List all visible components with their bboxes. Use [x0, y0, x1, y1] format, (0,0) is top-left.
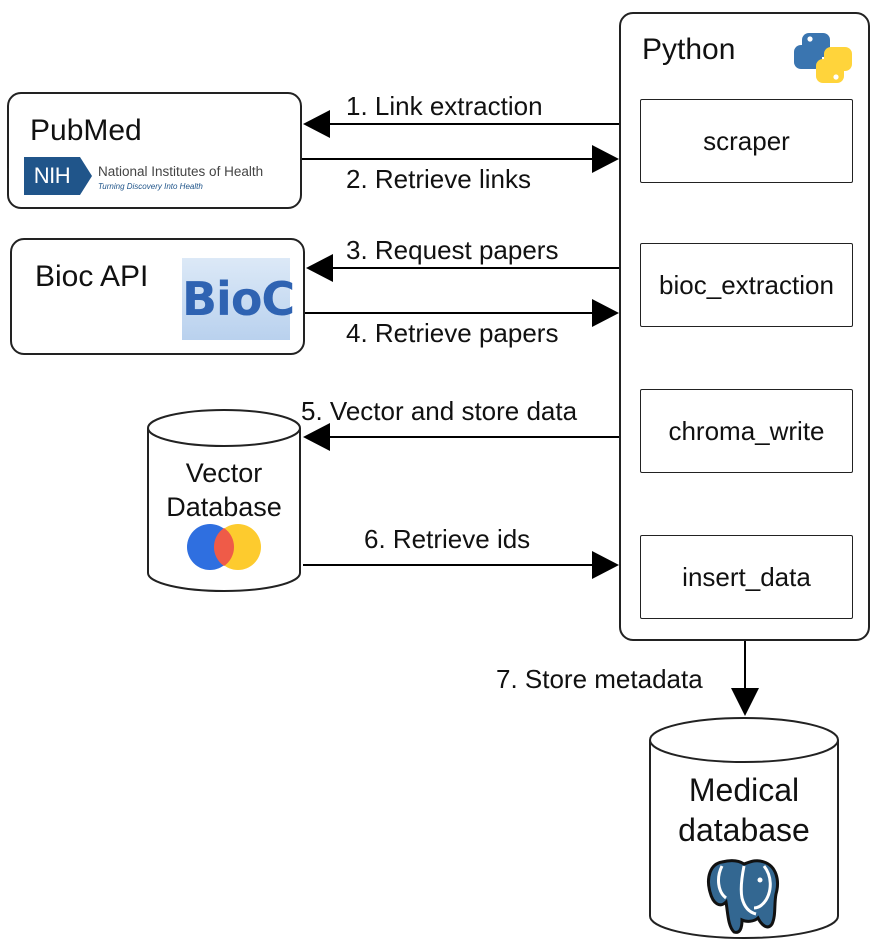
- python-logo-icon: [794, 33, 852, 83]
- python-title: Python: [642, 33, 736, 66]
- module-bioc-extraction[interactable]: bioc_extraction: [640, 243, 853, 327]
- step-label-1: 1. Link extraction: [346, 91, 543, 121]
- step-label-7: 7. Store metadata: [496, 664, 703, 694]
- arrowhead-6: [592, 551, 619, 579]
- arrowhead-7: [731, 688, 759, 716]
- vector-database-line2: Database: [166, 492, 282, 522]
- arrowhead-2: [592, 145, 619, 173]
- postgresql-elephant-icon: [707, 859, 779, 934]
- arrowhead-3: [306, 254, 333, 282]
- medical-database-line1: Medical: [688, 772, 800, 808]
- module-scraper[interactable]: scraper: [640, 99, 853, 183]
- module-insert-data[interactable]: insert_data: [640, 535, 853, 619]
- vector-database-cylinder: [147, 409, 301, 592]
- step-label-2: 2. Retrieve links: [346, 164, 531, 194]
- step-label-3: 3. Request papers: [346, 235, 559, 265]
- pubmed-title: PubMed: [30, 114, 142, 147]
- vector-database-line1: Vector: [185, 458, 263, 488]
- bioc-api-title: Bioc API: [35, 260, 149, 293]
- step-label-4: 4. Retrieve papers: [346, 318, 559, 348]
- arrowhead-4: [592, 299, 619, 327]
- nih-logo: NIH National Institutes of Health Turnin…: [24, 157, 284, 195]
- nih-logo-chevron: [80, 157, 92, 195]
- arrowhead-5: [303, 423, 330, 451]
- step-label-5: 5. Vector and store data: [301, 396, 578, 426]
- medical-database-cylinder: [649, 717, 839, 939]
- step-label-6: 6. Retrieve ids: [364, 524, 531, 554]
- arrowhead-1: [303, 110, 330, 138]
- medical-database-line2: database: [678, 812, 810, 848]
- nih-logo-name: National Institutes of Health: [98, 164, 264, 179]
- nih-logo-abbr: NIH: [24, 157, 80, 195]
- chroma-logo-icon: [187, 524, 261, 570]
- nih-logo-tagline: Turning Discovery Into Health: [98, 182, 203, 191]
- module-chroma-write[interactable]: chroma_write: [640, 389, 853, 473]
- bioc-logo: BioC: [182, 258, 295, 340]
